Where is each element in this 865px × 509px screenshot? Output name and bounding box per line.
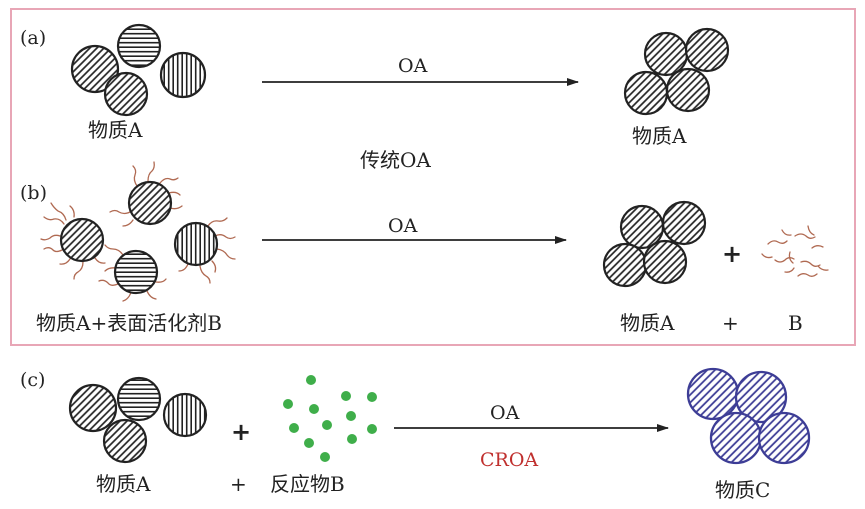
particle-horizontal: [113, 249, 159, 295]
reactant-dot: [322, 420, 332, 430]
reactant-dot: [304, 438, 314, 448]
reactant-dot: [347, 434, 357, 444]
reactant-dot: [320, 452, 330, 462]
reactant-dot: [367, 392, 377, 402]
particle-horizontal: [116, 376, 162, 422]
reactant-dot: [309, 404, 319, 414]
panel-a-right-label: 物质A: [632, 124, 687, 148]
panel-c-right-label: 物质C: [715, 478, 770, 502]
particle-diagonal: [602, 242, 648, 288]
panel-c-plus-label: +: [230, 472, 247, 496]
panel-c-left-label: 物质A: [96, 472, 151, 496]
panel-b-tag: (b): [20, 182, 47, 204]
reactant-dot: [289, 423, 299, 433]
panel-a-left-label: 物质A: [88, 118, 143, 142]
particle-diagonal: [68, 383, 118, 433]
particle-blue-diagonal: [734, 370, 788, 424]
panel-a-loose-particles: [70, 23, 207, 117]
free-surfactant-b: [761, 225, 829, 277]
panel-c-arrow-label: OA: [490, 402, 520, 424]
panel-a-tag: (a): [20, 27, 46, 49]
panel-b-right-label-b: B: [788, 311, 803, 335]
panel-b-right-plus: +: [722, 311, 739, 335]
particle-diagonal: [70, 44, 120, 94]
conventional-oa-frame: [10, 8, 856, 346]
panel-b-aggregate: [602, 200, 707, 288]
particle-diagonal: [661, 200, 707, 246]
particle-diagonal: [127, 180, 173, 226]
particle-horizontal: [116, 23, 162, 69]
particle-diagonal: [623, 70, 669, 116]
particle-blue-diagonal: [686, 367, 740, 421]
panel-a-aggregate: [623, 27, 730, 116]
panel-b-plus-sign: +: [722, 240, 742, 268]
reactant-b-dots: [283, 375, 377, 462]
panel-c-croa-label: CROA: [480, 449, 538, 471]
particle-vertical: [173, 221, 219, 267]
panel-c-product-c: [686, 367, 811, 465]
reactant-dot: [346, 411, 356, 421]
particle-vertical: [162, 392, 208, 438]
reactant-dot: [306, 375, 316, 385]
particle-diagonal: [642, 239, 688, 285]
particle-diagonal: [103, 71, 149, 117]
panel-b-coated-particles: [59, 180, 219, 295]
reactant-dot: [283, 399, 293, 409]
particle-blue-diagonal: [757, 411, 811, 465]
particle-diagonal: [684, 27, 730, 73]
panel-a-arrow-label: OA: [398, 55, 428, 77]
particle-blue-diagonal: [709, 411, 763, 465]
particle-vertical: [159, 51, 207, 99]
panel-c-tag: (c): [20, 369, 45, 391]
panel-b-left-label: 物质A+表面活化剂B: [36, 311, 222, 335]
particle-diagonal: [665, 67, 711, 113]
reactant-dot: [367, 424, 377, 434]
conventional-oa-caption: 传统OA: [360, 148, 431, 172]
reactant-dot: [341, 391, 351, 401]
particle-diagonal: [643, 31, 689, 77]
particle-diagonal: [59, 217, 105, 263]
panel-c-particles-a: [68, 376, 208, 464]
particle-diagonal: [102, 418, 148, 464]
panel-c-plus-sign: +: [231, 418, 251, 446]
panel-c-reactant-label: 反应物B: [270, 472, 345, 496]
panel-b-right-label-a: 物质A: [620, 311, 675, 335]
panel-b-arrow-label: OA: [388, 215, 418, 237]
